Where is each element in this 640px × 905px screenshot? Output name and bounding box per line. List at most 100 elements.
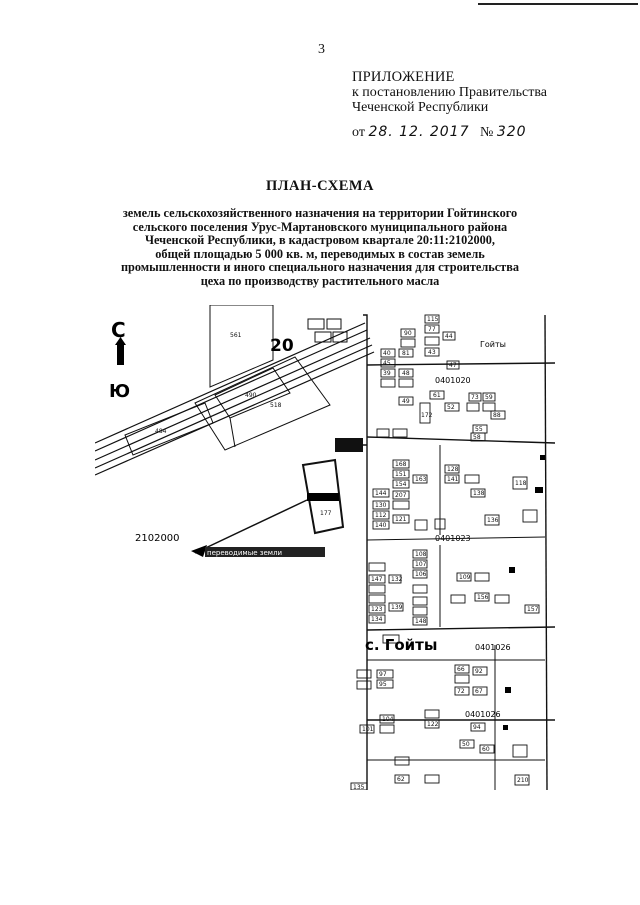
parcel-label: 106 — [415, 571, 427, 578]
parcel-label: 122 — [427, 721, 439, 728]
parcel-label: 44 — [445, 333, 453, 340]
number-value: 320 — [496, 124, 527, 140]
parcel-label: 139 — [391, 604, 403, 611]
parcel-label: 177 — [320, 510, 332, 517]
highway — [95, 322, 375, 476]
parcel-label: 112 — [375, 512, 387, 519]
parcel-label: 67 — [475, 688, 483, 695]
page-number: 3 — [318, 42, 325, 57]
parcel-label: 47 — [449, 362, 457, 369]
parcel-label: 132 — [391, 576, 403, 583]
junction-block — [335, 438, 363, 452]
parcel-label: 163 — [415, 476, 427, 483]
parcel-label: 141 — [447, 476, 459, 483]
parcel-label: 60 — [482, 746, 490, 753]
house-parcels-lower — [368, 549, 540, 626]
parcel-label: 61 — [433, 392, 441, 399]
appendix-heading: ПРИЛОЖЕНИЕ — [352, 69, 455, 85]
parcel-label: 40 — [383, 350, 391, 357]
north-label: С — [111, 318, 126, 342]
callout-label: переводимые земли — [207, 549, 282, 557]
parcel-label: 140 — [375, 522, 387, 529]
parcel-label: 207 — [395, 492, 407, 499]
settlement-right-label: Гойты — [480, 340, 506, 349]
small-parcels-top — [307, 318, 348, 343]
number-prefix: № — [480, 125, 494, 140]
parcel-label: 518 — [270, 402, 282, 409]
parcel-label: 97 — [379, 671, 387, 678]
subtitle-line: цеха по производству растительного масла — [200, 273, 440, 288]
parcel-label: 108 — [415, 551, 427, 558]
parcel-label: 154 — [395, 481, 407, 488]
appendix-date-line: от 28. 12. 2017 № 320 — [352, 124, 547, 141]
parcel-label: 138 — [473, 490, 485, 497]
parcel-label: 130 — [375, 502, 387, 509]
parcel-label: 101 — [362, 726, 374, 733]
parcel-label: 43 — [428, 349, 436, 356]
inner-streets — [366, 445, 546, 790]
house-parcels-upper — [376, 314, 506, 442]
parcel-label: 62 — [397, 776, 405, 783]
parcel-label: 52 — [447, 404, 455, 411]
subtitle-line: Чеченской Республики, в кадастровом квар… — [144, 233, 495, 248]
parcel-label: 39 — [383, 370, 391, 377]
parcel-label: 81 — [402, 350, 410, 357]
parcel-label: 59 — [485, 394, 493, 401]
target-parcel: 177 — [301, 458, 345, 535]
parcel-label: 151 — [395, 471, 407, 478]
parcel-label: 148 — [415, 618, 427, 625]
house-parcels-bottom — [350, 634, 530, 790]
parcel-label: 484 — [155, 428, 167, 435]
parcel-label: 48 — [402, 370, 410, 377]
parcel-label: 115 — [427, 316, 439, 323]
north-arrow-icon: С Ю — [109, 318, 130, 402]
parcel-label: 210 — [517, 777, 529, 784]
date-prefix: от — [352, 125, 365, 140]
parcel-numbers-bottom: 97 95 66 72 92 67 104 101 122 94 50 60 6… — [353, 666, 529, 790]
dark-markers — [503, 455, 545, 730]
block-main-label: 2102000 — [135, 533, 180, 544]
block-a-label: 0401020 — [435, 376, 471, 385]
parcel-label: 135 — [353, 784, 365, 790]
parcel-label: 109 — [459, 574, 471, 581]
parcel-label: 94 — [473, 724, 481, 731]
parcel-label: 490 — [245, 392, 257, 399]
field-parcels: 561 490 518 484 — [124, 305, 331, 456]
parcel-label: 95 — [379, 681, 387, 688]
parcel-label: 90 — [404, 330, 412, 337]
parcel-label: 107 — [415, 561, 427, 568]
parcel-label: 72 — [457, 688, 465, 695]
parcel-label: 92 — [475, 668, 483, 675]
parcel-numbers-upper: 115 77 90 44 43 40 81 45 47 39 48 61 73 … — [383, 316, 501, 441]
appendix-line-1: к постановлению Правительства — [352, 85, 548, 100]
parcel-label: 88 — [493, 412, 501, 419]
parcel-label: 49 — [402, 398, 410, 405]
settlement-main-label: с. Гойты — [365, 636, 437, 654]
parcel-label: 134 — [371, 616, 383, 623]
parcel-label: 172 — [421, 412, 433, 419]
parcel-label: 73 — [471, 394, 479, 401]
parcel-label: 77 — [428, 326, 436, 333]
settlement-boundaries — [350, 314, 555, 790]
parcel-label: 157 — [527, 606, 539, 613]
subtitle-line: промышленности и иного специального назн… — [120, 260, 520, 275]
subtitle-line: сельского поселения Урус-Мартановского м… — [132, 219, 508, 234]
parcel-label: 45 — [383, 360, 391, 367]
callout-arrow-icon: переводимые земли — [191, 499, 325, 557]
parcel-label: 121 — [395, 516, 407, 523]
parcel-label: 104 — [382, 716, 394, 723]
parcel-label: 156 — [477, 594, 489, 601]
parcel-label: 136 — [487, 517, 499, 524]
subtitle-line: земель сельскохозяйственного назначения … — [122, 206, 518, 220]
parcel-label: 128 — [447, 466, 459, 473]
parcel-label: 144 — [375, 490, 387, 497]
parcel-label: 118 — [515, 480, 527, 487]
parcel-label: 123 — [371, 606, 383, 613]
subtitle-line: общей площадью 5 000 кв. м, переводимых … — [155, 246, 485, 261]
parcel-label: 50 — [462, 741, 470, 748]
document-title: ПЛАН-СХЕМА — [265, 178, 375, 194]
parcel-label: 168 — [395, 461, 407, 468]
block-c-label: 0401026 — [475, 643, 511, 652]
parcel-numbers-middle: 168 151 154 163 128 141 144 207 130 118 … — [375, 461, 527, 529]
appendix-line-2: Чеченской Республики — [352, 100, 489, 115]
